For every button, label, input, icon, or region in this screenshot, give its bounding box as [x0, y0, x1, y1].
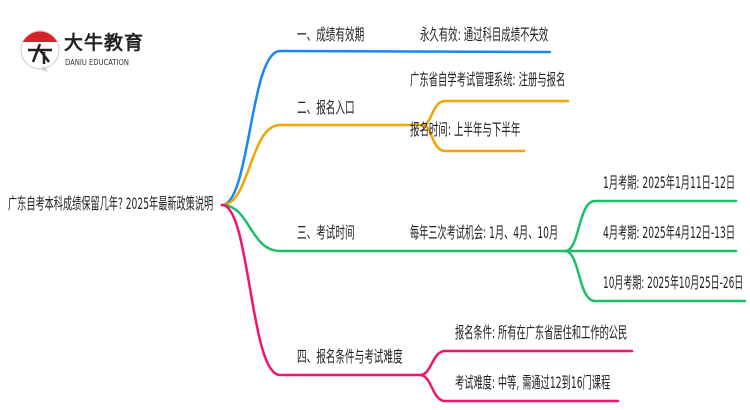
branch-3-gc-3-line	[563, 249, 747, 303]
branch-2-child-1-line	[421, 99, 570, 127]
branch-2-label[interactable]: 二、报名入口	[297, 98, 355, 117]
branch-2-child-2-line	[421, 123, 526, 153]
branch-3-grandchild-2[interactable]: 4月考期: 2025年4月12日-13日	[603, 223, 736, 242]
branch-4-child-2-line	[418, 373, 620, 403]
branch-2-line	[220, 123, 425, 207]
branch-1-child-1[interactable]: 永久有效: 通过科目成绩不失效	[420, 25, 549, 44]
branch-3-grandchild-3[interactable]: 10月考期: 2025年10月25日-26日	[603, 273, 744, 292]
branch-4-line	[220, 203, 422, 377]
branch-4-child-1[interactable]: 报名条件: 所有在广东省居住和工作的公民	[455, 323, 628, 342]
branch-4-child-1-line	[418, 349, 634, 377]
branch-3-child-1[interactable]: 每年三次考试机会: 1月、4月、10月	[410, 223, 559, 242]
branch-3-label[interactable]: 三、考试时间	[297, 223, 355, 242]
logo-mark-icon	[20, 30, 60, 72]
root-node[interactable]: 广东自考本科成绩保留几年? 2025年最新政策说明	[8, 194, 214, 213]
logo-text: 大牛教育	[64, 32, 145, 54]
branch-3-gc-1-line	[563, 199, 738, 253]
branch-2-child-1[interactable]: 广东省自学考试管理系统: 注册与报名	[410, 70, 566, 89]
branch-1-label[interactable]: 一、成绩有效期	[297, 25, 365, 44]
logo-subtext: DANIU EDUCATION	[65, 58, 129, 67]
branch-4-child-2[interactable]: 考试难度: 中等, 需通过12到16门课程	[455, 373, 611, 392]
branch-2-child-2[interactable]: 报名时间: 上半年与下半年	[410, 120, 521, 139]
branch-1-line	[220, 49, 552, 207]
branch-3-line	[220, 203, 567, 253]
branch-3-grandchild-1[interactable]: 1月考期: 2025年1月11日-12日	[603, 173, 736, 192]
branch-4-label[interactable]: 四、报名条件与考试难度	[297, 347, 403, 366]
